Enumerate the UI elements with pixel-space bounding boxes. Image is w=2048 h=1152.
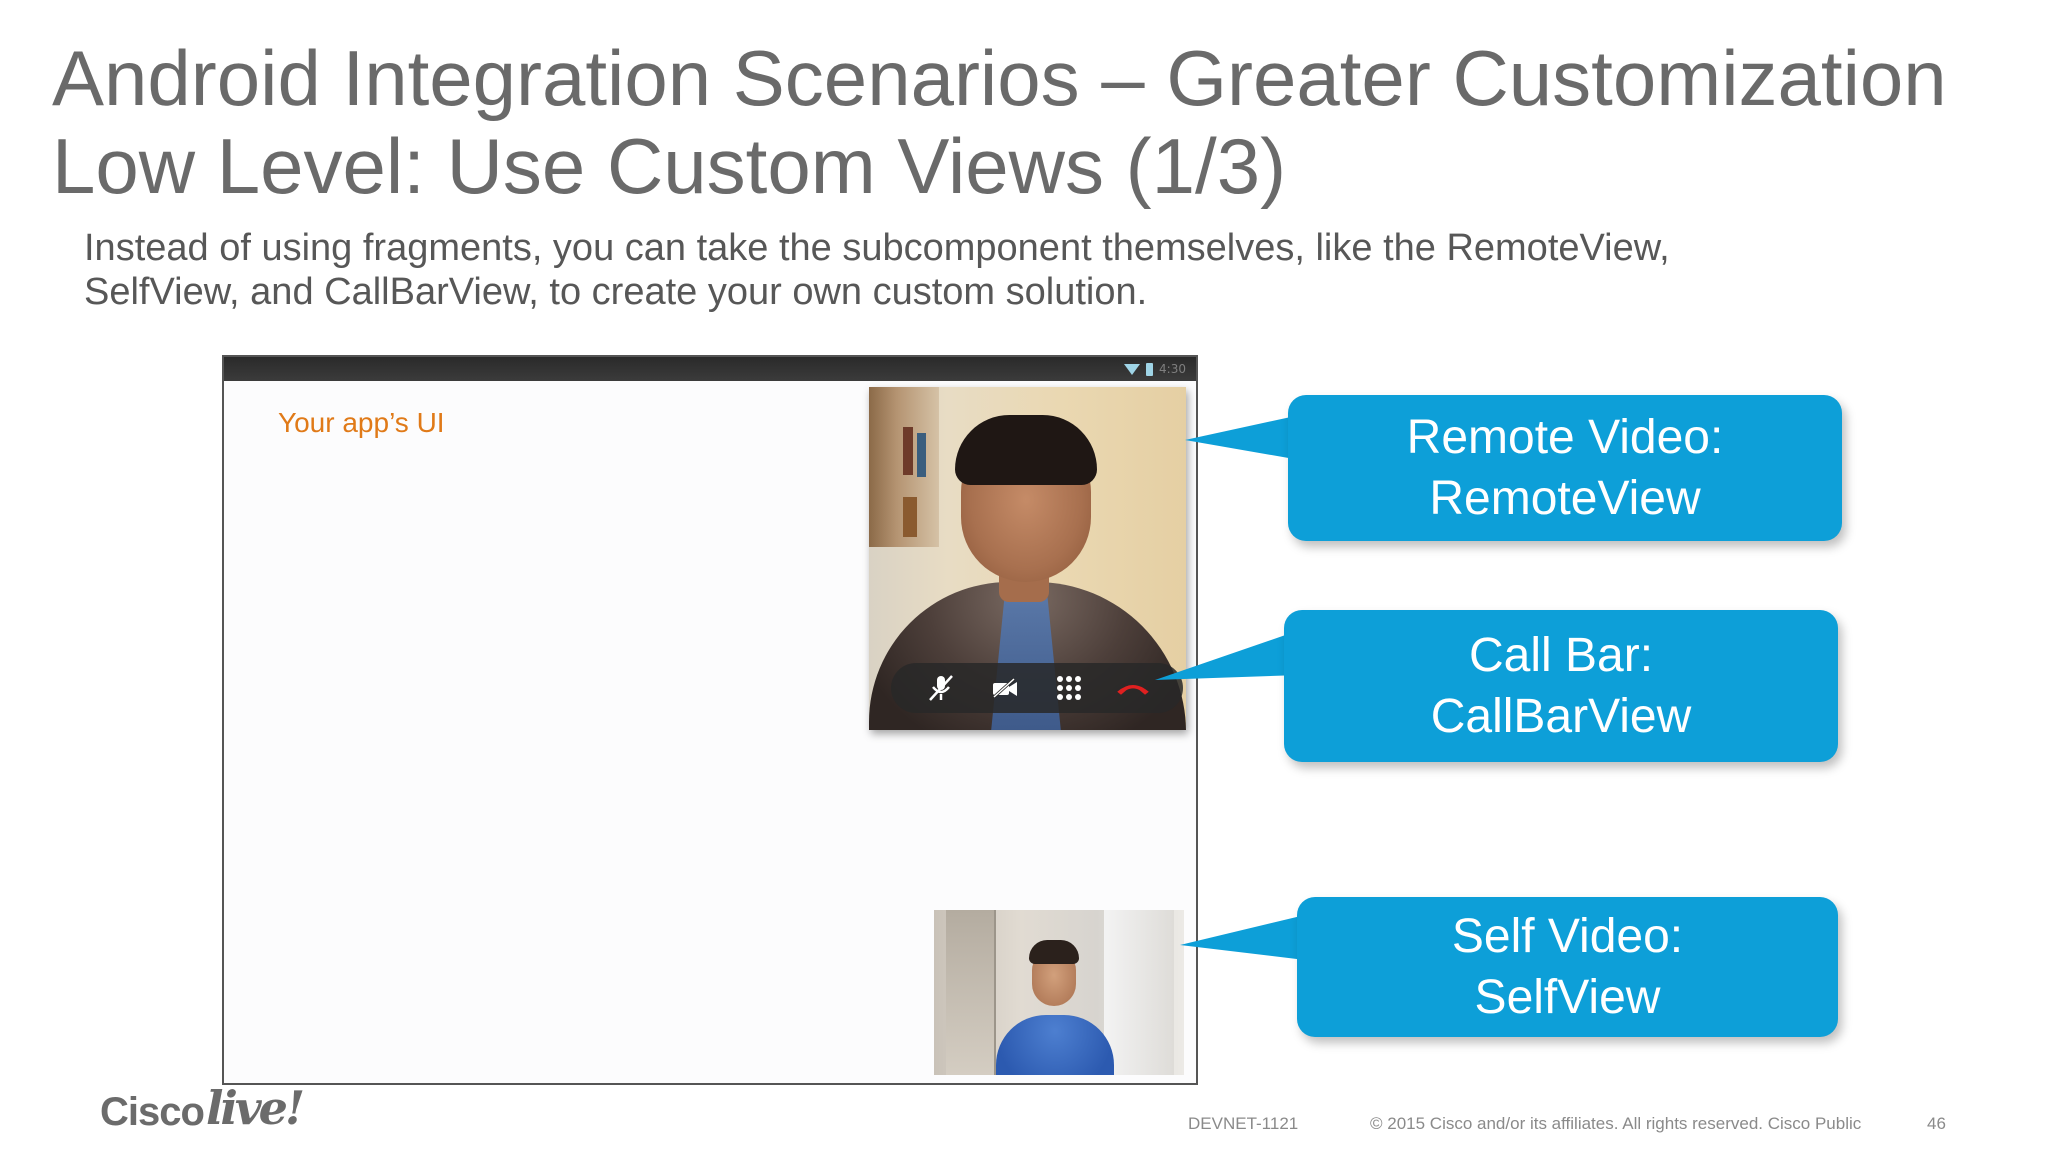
mute-microphone-icon[interactable]: [923, 670, 959, 706]
body-text-line-2: SelfView, and CallBarView, to create you…: [84, 271, 1148, 313]
bookshelf-background: [869, 387, 939, 547]
slide-title: Android Integration Scenarios – Greater …: [52, 34, 2012, 210]
copyright-notice: © 2015 Cisco and/or its affiliates. All …: [1370, 1114, 1862, 1133]
call-bar-pointer: [1155, 630, 1300, 680]
remote-person-hair: [955, 415, 1097, 485]
cisco-live-logo: Cisco live!: [100, 1081, 305, 1135]
remote-video-pointer: [1185, 415, 1300, 460]
logo-brand: Cisco: [100, 1090, 205, 1134]
android-status-bar: 4:30: [224, 357, 1196, 381]
callout-line-1: Call Bar:: [1468, 629, 1654, 682]
logo-live: live!: [205, 1081, 305, 1135]
callout-line-2: CallBarView: [1430, 690, 1692, 743]
hang-up-icon[interactable]: [1115, 670, 1151, 706]
callout-line-1: Remote Video:: [1406, 411, 1724, 464]
slide-title-line-2: Low Level: Use Custom Views (1/3): [52, 122, 1287, 210]
callout-line-2: SelfView: [1474, 971, 1661, 1024]
self-video-callout: Self Video: SelfView: [1297, 897, 1838, 1037]
video-off-icon[interactable]: [987, 670, 1023, 706]
callout-line-2: RemoteView: [1429, 472, 1701, 525]
slide-title-line-1: Android Integration Scenarios – Greater …: [52, 34, 1947, 122]
callout-line-1: Self Video:: [1451, 910, 1684, 963]
battery-icon: [1146, 362, 1154, 376]
wifi-icon: [1124, 363, 1141, 375]
call-bar-view: [891, 663, 1183, 713]
office-door-background: [946, 910, 996, 1075]
page-number: 46: [1927, 1114, 1946, 1133]
self-person-shirt: [996, 1015, 1114, 1075]
self-video-pointer: [1180, 915, 1305, 960]
android-device-mockup: 4:30 Your app’s UI: [222, 355, 1198, 1085]
dialpad-icon[interactable]: [1051, 670, 1087, 706]
status-clock: 4:30: [1159, 362, 1186, 376]
remote-video-view: [869, 387, 1186, 730]
body-text-line-1: Instead of using fragments, you can take…: [84, 227, 1670, 269]
app-ui-label: Your app’s UI: [278, 407, 445, 438]
self-video-view: [934, 910, 1184, 1075]
call-bar-callout: Call Bar: CallBarView: [1284, 610, 1838, 762]
session-code: DEVNET-1121: [1188, 1114, 1299, 1133]
remote-video-callout: Remote Video: RemoteView: [1288, 395, 1842, 541]
self-person-hair: [1029, 940, 1079, 964]
slide-body-text: Instead of using fragments, you can take…: [84, 226, 1864, 314]
office-window-background: [1104, 910, 1174, 1075]
